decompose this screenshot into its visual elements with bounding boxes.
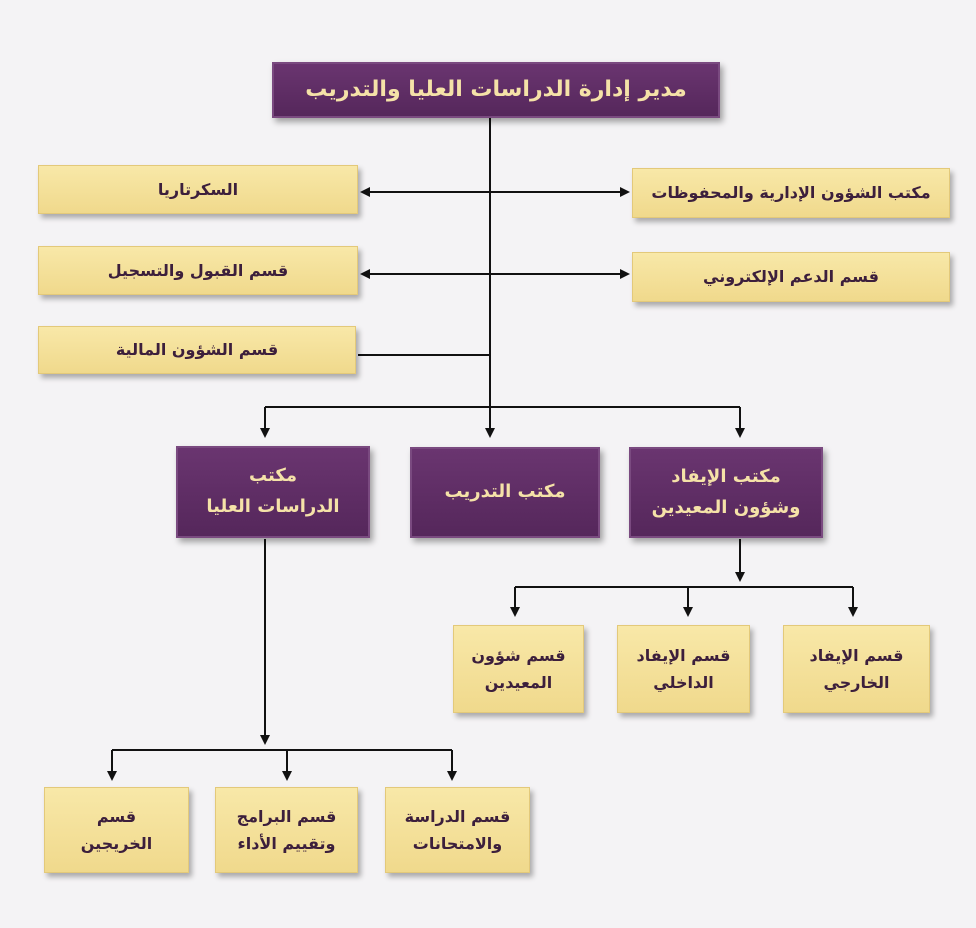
graduate-studies-office-box: مكتب الدراسات العليا — [176, 446, 370, 538]
training-office-box: مكتب التدريب — [410, 447, 600, 538]
teaching-assistants-box: قسم شؤون المعيدين — [453, 625, 584, 713]
secretariat-box: السكرتاريا — [38, 165, 358, 214]
e-support-box: قسم الدعم الإلكتروني — [632, 252, 950, 302]
internal-scholarship-box: قسم الإيفاد الداخلي — [617, 625, 750, 713]
programs-evaluation-box: قسم البرامج وتقييم الأداء — [215, 787, 358, 873]
external-scholarship-box: قسم الإيفاد الخارجي — [783, 625, 930, 713]
study-exams-box: قسم الدراسة والامتحانات — [385, 787, 530, 873]
admission-registration-box: قسم القبول والتسجيل — [38, 246, 358, 295]
financial-affairs-box: قسم الشؤون المالية — [38, 326, 356, 374]
director-box: مدير إدارة الدراسات العليا والتدريب — [272, 62, 720, 118]
admin-affairs-archives-box: مكتب الشؤون الإدارية والمحفوظات — [632, 168, 950, 218]
graduates-box: قسم الخريجين — [44, 787, 189, 873]
scholarship-office-box: مكتب الإيفاد وشؤون المعيدين — [629, 447, 823, 538]
